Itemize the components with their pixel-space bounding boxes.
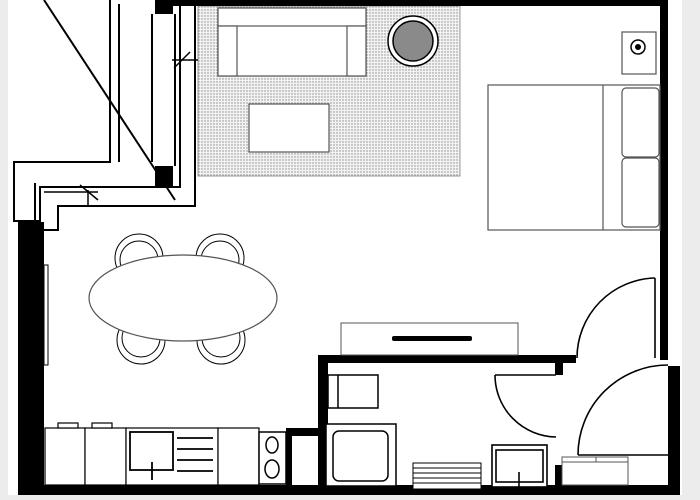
hob-icon	[258, 431, 287, 485]
radiator-icon	[412, 462, 482, 490]
page-margin-bottom	[0, 495, 700, 500]
coffee-table-icon	[248, 103, 330, 153]
shoe-cabinet	[561, 456, 629, 486]
sink-icon	[129, 431, 213, 480]
door-swing-icon	[44, 51, 198, 206]
round-table-icon	[387, 15, 439, 67]
dining-table-icon	[88, 254, 278, 342]
page-margin-left	[0, 0, 8, 500]
washing-machine-icon	[621, 31, 657, 75]
bathroom-sink-icon	[491, 444, 548, 488]
walls	[18, 0, 680, 495]
window-icon	[43, 264, 49, 366]
tv-unit-icon	[340, 322, 519, 356]
corridor-walls	[13, 0, 196, 231]
toilet-icon	[327, 374, 379, 409]
page-margin-right	[682, 0, 700, 500]
bed-icon	[487, 84, 661, 231]
shower-icon	[325, 423, 397, 487]
sofa-icon	[217, 7, 367, 77]
door-swing-icon	[494, 277, 669, 456]
